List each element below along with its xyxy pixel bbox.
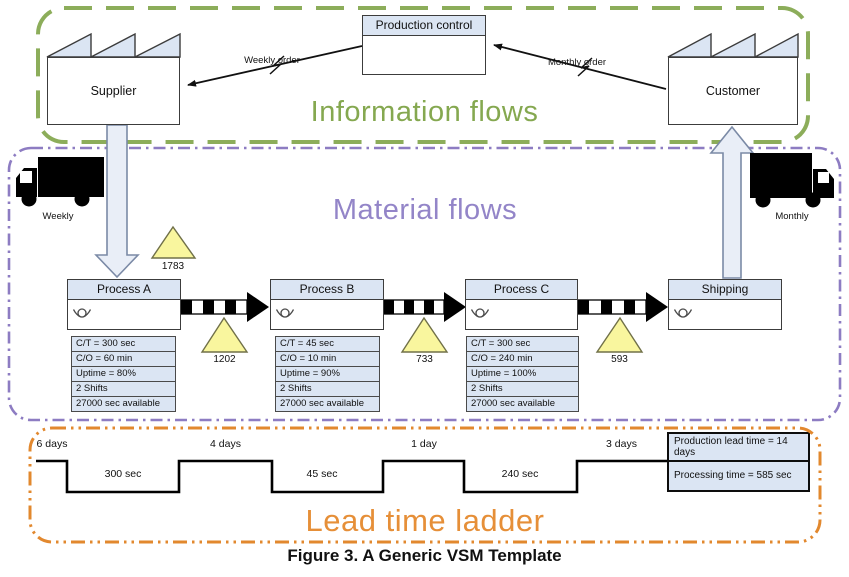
monthly-order-label: Monthly order [547,57,607,68]
information-flows-border [36,6,810,144]
wait-time-label-3: 1 day [411,438,437,450]
process-a-data-box: C/T = 300 sec C/O = 60 min Uptime = 80% … [71,336,176,412]
data-row: 2 Shifts [275,381,380,397]
information-flows-title: Information flows [310,96,539,128]
wait-time-label-4: 3 days [606,438,637,450]
process-b-label: Process B [271,280,383,300]
monthly-order-arrow [493,43,667,90]
supplier-label: Supplier [90,84,137,98]
data-row: C/T = 300 sec [71,336,176,352]
push-arrow-c-shipping [577,292,668,322]
customer-label: Customer [705,84,761,98]
inventory-value-4: 593 [611,354,628,365]
customer-factory-roof-icon [667,32,799,59]
data-row: C/T = 300 sec [466,336,579,352]
weekly-truck-icon [16,157,104,207]
process-a-label: Process A [68,280,180,300]
operator-icon [470,307,490,328]
process-b-data-box: C/T = 45 sec C/O = 10 min Uptime = 90% 2… [275,336,380,412]
inventory-value-3: 733 [416,354,433,365]
process-b-box: Process B [270,279,384,330]
inventory-triangle-icon-3 [400,316,449,353]
shipping-label: Shipping [669,280,781,300]
data-row: Uptime = 100% [466,366,579,382]
data-row: 27000 sec available [275,396,380,412]
monthly-truck-icon [750,153,834,208]
lead-time-ladder-line [36,459,667,494]
supplier-to-processA-arrow [94,124,140,279]
inventory-triangle-icon-2 [200,316,249,353]
monthly-order-zigzag-icon [577,57,593,77]
data-row: 2 Shifts [71,381,176,397]
inventory-triangle-icon-4 [595,316,644,353]
process-c-data-box: C/T = 300 sec C/O = 240 min Uptime = 100… [466,336,579,412]
inventory-value-2: 1202 [213,354,236,365]
operator-icon [72,307,92,328]
data-row: Uptime = 80% [71,366,176,382]
processing-time-box: Processing time = 585 sec [667,459,810,492]
production-control-box: Production control [362,15,486,75]
process-time-label-1: 300 sec [104,468,142,480]
supplier-box: Supplier [47,57,180,125]
monthly-truck-label: Monthly [775,211,809,222]
lead-time-ladder-title: Lead time ladder [305,503,545,538]
data-row: C/T = 45 sec [275,336,380,352]
shipping-box: Shipping [668,279,782,330]
wait-time-label-1: 6 days [36,438,68,450]
data-row: 2 Shifts [466,381,579,397]
process-c-label: Process C [466,280,577,300]
process-a-box: Process A [67,279,181,330]
push-arrow-b-c [383,292,466,322]
material-flows-border [7,146,842,422]
weekly-truck-label: Weekly [42,211,74,222]
process-c-box: Process C [465,279,578,330]
push-arrow-a-b [180,292,269,322]
figure-caption: Figure 3. A Generic VSM Template [287,546,562,565]
lead-time-ladder-border [28,426,822,544]
wait-time-label-2: 4 days [210,438,241,450]
data-row: C/O = 60 min [71,351,176,367]
material-flows-title: Material flows [332,194,518,226]
process-time-label-3: 240 sec [501,468,539,480]
data-row: 27000 sec available [71,396,176,412]
data-row: 27000 sec available [466,396,579,412]
customer-box: Customer [668,57,798,125]
production-control-label: Production control [363,16,485,36]
inventory-triangle-icon-1 [150,225,197,259]
operator-icon [275,307,295,328]
operator-icon [673,307,693,328]
shipping-to-customer-arrow [709,125,755,279]
inventory-value-1: 1783 [161,261,185,272]
data-row: C/O = 240 min [466,351,579,367]
weekly-order-label: Weekly order [244,55,300,66]
weekly-order-zigzag-icon [269,55,285,75]
supplier-factory-roof-icon [46,32,181,59]
process-time-label-2: 45 sec [306,468,338,480]
data-row: C/O = 10 min [275,351,380,367]
data-row: Uptime = 90% [275,366,380,382]
